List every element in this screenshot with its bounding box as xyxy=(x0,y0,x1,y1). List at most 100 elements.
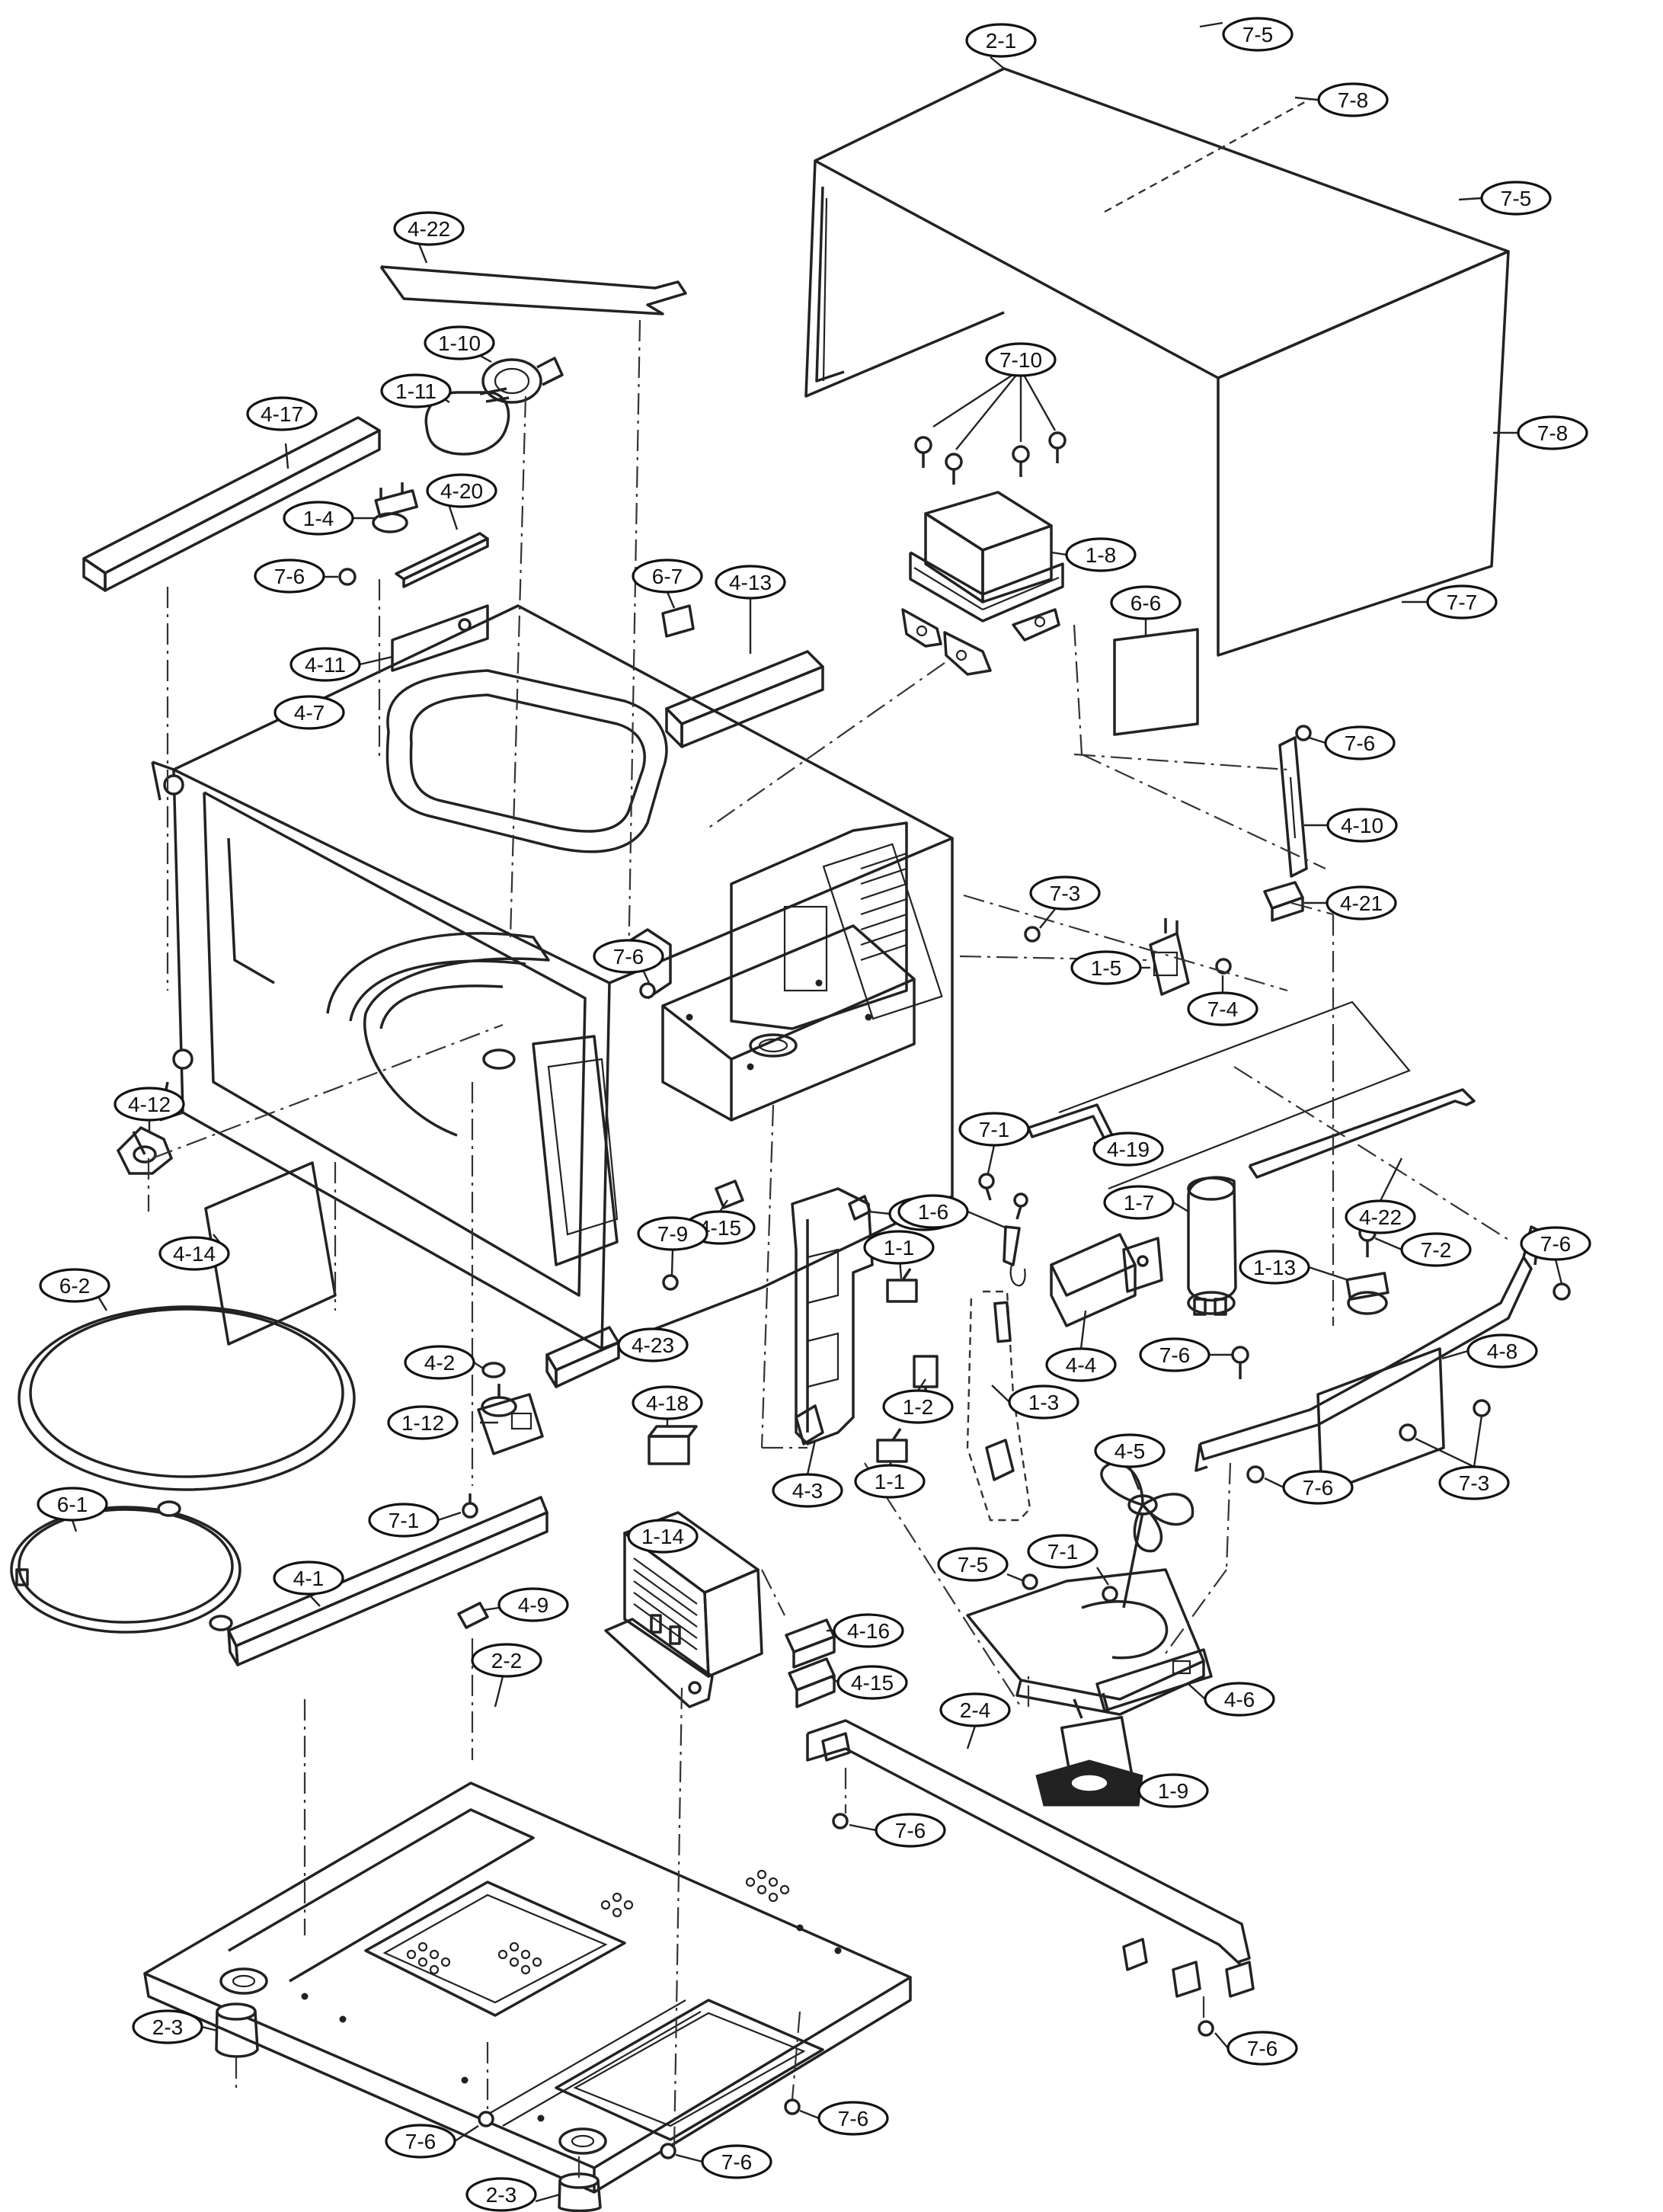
callout-2-1: 2-1 xyxy=(965,23,1037,58)
svg-text:7-9: 7-9 xyxy=(657,1222,688,1246)
callout-1-3: 1-3 xyxy=(1008,1385,1079,1420)
svg-text:4-22: 4-22 xyxy=(408,217,450,241)
block-4-18-top xyxy=(648,1425,698,1438)
svg-text:7-6: 7-6 xyxy=(405,2130,436,2153)
block-4-21-lower xyxy=(848,1195,871,1221)
switch-holder-4-3 xyxy=(791,1187,874,1445)
callout-7-6c: 7-6 xyxy=(593,939,664,974)
callout-2-3b: 2-3 xyxy=(465,2177,537,2212)
callout-4-4: 4-4 xyxy=(1045,1347,1117,1382)
callout-4-6: 4-6 xyxy=(1204,1682,1275,1717)
svg-text:1-10: 1-10 xyxy=(438,331,481,355)
callout-6-2: 6-2 xyxy=(39,1268,110,1303)
callout-1-14: 1-14 xyxy=(627,1519,699,1554)
callout-4-13: 4-13 xyxy=(715,565,786,600)
callout-7-1a: 7-1 xyxy=(958,1112,1030,1147)
svg-text:2-2: 2-2 xyxy=(491,1649,522,1673)
svg-text:4-13: 4-13 xyxy=(729,571,772,594)
svg-text:7-6: 7-6 xyxy=(1303,1476,1333,1500)
block-4-18 xyxy=(648,1435,690,1465)
svg-text:2-3: 2-3 xyxy=(152,2015,183,2039)
fan-motor-1-9 xyxy=(1035,1692,1143,1807)
screw-7-6-bracket xyxy=(1295,725,1312,741)
screw-7-3-a xyxy=(1399,1423,1417,1442)
callout-4-8: 4-8 xyxy=(1466,1333,1538,1368)
callout-4-18: 4-18 xyxy=(632,1385,703,1420)
svg-text:1-8: 1-8 xyxy=(1086,543,1116,567)
fan-blade-4-5 xyxy=(1100,1461,1194,1609)
rail-2-4 xyxy=(806,1719,1255,1998)
rail-4-1 xyxy=(227,1496,548,1666)
callout-6-1: 6-1 xyxy=(37,1487,108,1522)
callout-7-6i: 7-6 xyxy=(817,2101,889,2136)
callout-7-10: 7-10 xyxy=(985,342,1057,377)
screw-7-6-rail-end xyxy=(1198,2020,1214,2037)
block-4-13 xyxy=(665,650,824,725)
callout-7-8b: 7-8 xyxy=(1517,415,1588,450)
callout-7-8a: 7-8 xyxy=(1317,82,1389,117)
svg-text:4-9: 4-9 xyxy=(518,1593,548,1617)
callout-7-5a: 7-5 xyxy=(1222,17,1294,52)
svg-text:4-22: 4-22 xyxy=(1359,1205,1402,1229)
callout-1-2: 1-2 xyxy=(882,1389,954,1424)
callout-4-10: 4-10 xyxy=(1326,808,1398,843)
callout-4-22b: 4-22 xyxy=(1345,1199,1416,1234)
callout-7-2: 7-2 xyxy=(1400,1232,1472,1267)
callout-1-4: 1-4 xyxy=(283,501,354,536)
callout-4-21a: 4-21 xyxy=(1326,885,1397,920)
switch-1-1-lower xyxy=(876,1439,908,1463)
callout-7-6a: 7-6 xyxy=(254,559,325,594)
fuse-1-6 xyxy=(1003,1192,1028,1287)
svg-text:7-5: 7-5 xyxy=(1501,187,1531,210)
svg-text:4-2: 4-2 xyxy=(424,1351,455,1375)
svg-text:4-20: 4-20 xyxy=(440,479,483,503)
cover-plate-4-14 xyxy=(204,1161,337,1346)
callout-7-9: 7-9 xyxy=(637,1216,708,1251)
callout-7-6b: 7-6 xyxy=(1324,725,1396,760)
callout-1-10: 1-10 xyxy=(424,325,495,360)
callout-7-6e: 7-6 xyxy=(1139,1337,1210,1372)
callout-7-7: 7-7 xyxy=(1426,584,1498,619)
oven-lamp xyxy=(424,357,564,456)
svg-text:1-3: 1-3 xyxy=(1028,1391,1059,1414)
bracket-4-4 xyxy=(1050,1233,1163,1327)
bracket-4-8 xyxy=(1194,1225,1540,1495)
callout-7-6g: 7-6 xyxy=(875,1813,946,1848)
svg-text:7-6: 7-6 xyxy=(1540,1232,1571,1256)
svg-text:7-6: 7-6 xyxy=(1159,1343,1190,1367)
callout-7-6j: 7-6 xyxy=(385,2124,456,2159)
switch-1-1-upper xyxy=(886,1279,918,1303)
callout-4-20: 4-20 xyxy=(426,473,497,508)
svg-text:6-1: 6-1 xyxy=(57,1493,88,1516)
svg-text:7-4: 7-4 xyxy=(1207,997,1238,1021)
callout-7-3a: 7-3 xyxy=(1029,876,1101,911)
rod-4-22-box xyxy=(1058,1000,1411,1190)
svg-text:7-3: 7-3 xyxy=(1459,1471,1489,1495)
svg-text:1-14: 1-14 xyxy=(641,1525,684,1548)
svg-text:7-6: 7-6 xyxy=(274,565,305,588)
base-plate-2-2 xyxy=(143,1781,912,2194)
rod-4-22-right xyxy=(1248,1088,1476,1179)
block-4-16-front xyxy=(792,1635,836,1669)
callout-4-16: 4-16 xyxy=(833,1613,904,1648)
block-4-23-side xyxy=(555,1341,620,1388)
callout-4-9: 4-9 xyxy=(497,1587,569,1622)
bracket-4-11-hole xyxy=(458,618,472,632)
svg-text:7-6: 7-6 xyxy=(1247,2037,1278,2060)
svg-text:7-8: 7-8 xyxy=(1537,421,1568,445)
svg-text:4-16: 4-16 xyxy=(847,1619,890,1643)
callout-7-6k: 7-6 xyxy=(701,2144,772,2179)
callout-1-7: 1-7 xyxy=(1103,1185,1175,1220)
svg-text:1-6: 1-6 xyxy=(918,1200,948,1224)
svg-text:6-7: 6-7 xyxy=(652,565,683,588)
rod-4-22-top xyxy=(379,265,687,315)
callout-2-4: 2-4 xyxy=(939,1692,1011,1727)
svg-text:7-3: 7-3 xyxy=(1050,882,1080,905)
callout-1-11: 1-11 xyxy=(380,373,452,408)
screw-7-1-fan xyxy=(1102,1586,1118,1602)
oven-cavity xyxy=(151,604,954,1350)
svg-text:7-6: 7-6 xyxy=(895,1819,926,1842)
svg-text:7-7: 7-7 xyxy=(1447,591,1477,614)
screw-7-6-bottom-center xyxy=(660,2143,676,2159)
callout-4-19: 4-19 xyxy=(1092,1132,1164,1167)
